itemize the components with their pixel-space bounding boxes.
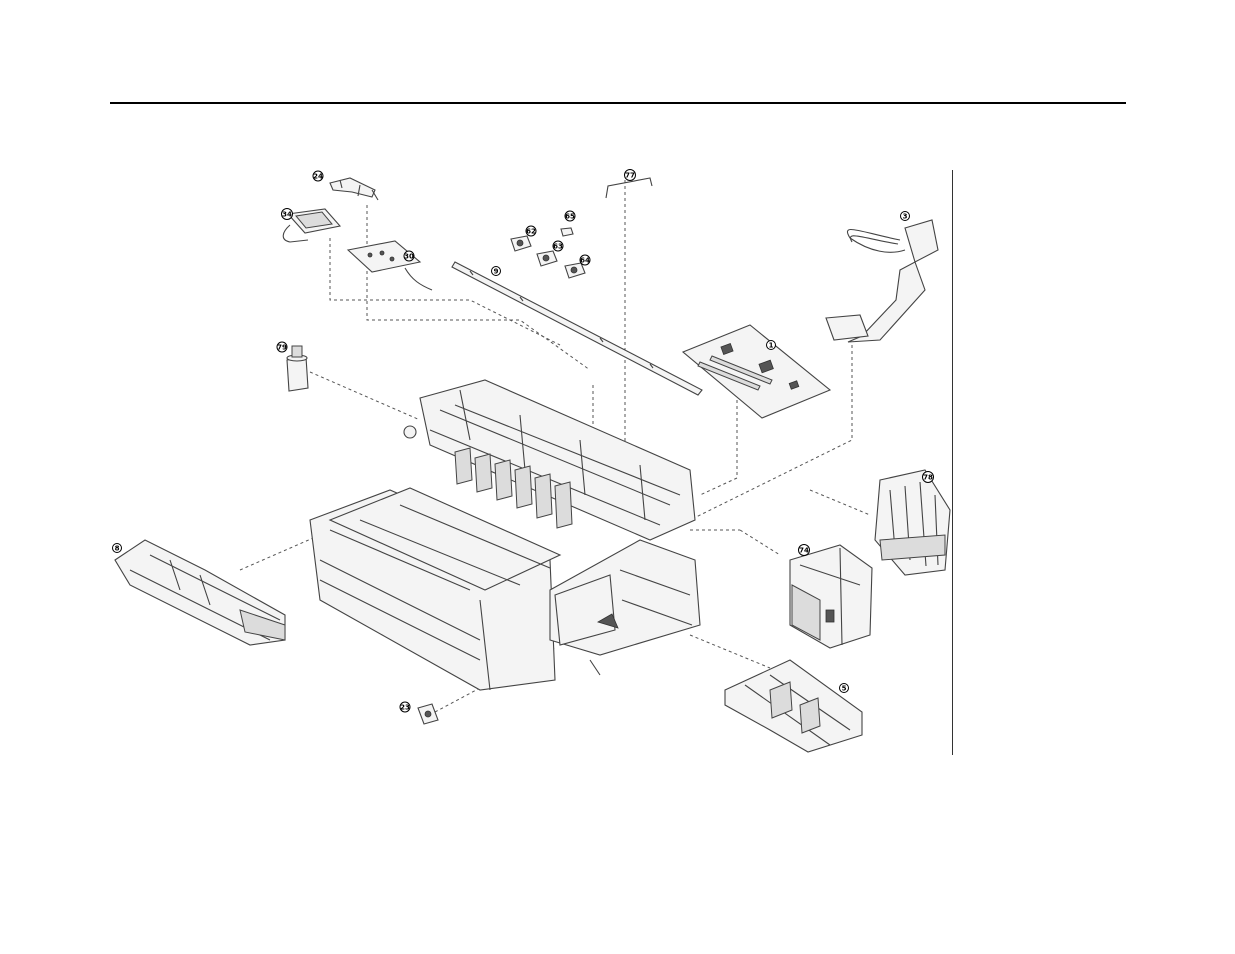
part-8-side-guide: [115, 540, 285, 645]
callout-30: 30: [404, 251, 414, 261]
callout-64-label: 64: [580, 257, 590, 265]
callout-63-label: 63: [553, 243, 563, 251]
callout-30-label: 30: [404, 253, 414, 261]
callout-65-label: 65: [565, 213, 575, 221]
callout-8-label: 8: [115, 545, 120, 553]
callout-74-label: 74: [799, 547, 809, 555]
part-30-control-board: [348, 241, 432, 290]
part-79-ink-bottle: [287, 346, 308, 391]
part-74-service-station: [790, 545, 872, 648]
callout-78-label: 78: [923, 474, 933, 482]
callout-1-label: 1: [769, 342, 774, 350]
callout-8: 8: [113, 544, 122, 553]
part-3-flex-cable: [826, 220, 938, 342]
callout-78: 78: [923, 472, 934, 483]
callout-3-label: 3: [903, 213, 908, 221]
callout-9: 9: [492, 267, 501, 276]
callout-9-label: 9: [494, 268, 499, 276]
callout-64: 64: [580, 255, 590, 265]
part-78-head-carrier: [875, 470, 950, 575]
part-77-wire: [606, 178, 652, 198]
part-23-gear: [418, 704, 438, 724]
callout-62-label: 62: [526, 228, 536, 236]
callout-24-label: 24: [313, 173, 323, 181]
callout-24: 24: [313, 171, 323, 181]
callout-63: 63: [553, 241, 563, 251]
callout-5: 5: [840, 684, 849, 693]
callout-79: 79: [277, 342, 287, 352]
part-1-main-board: [683, 325, 830, 418]
callout-34-label: 34: [282, 211, 292, 219]
callout-34: 34: [282, 209, 293, 220]
callout-23: 23: [400, 702, 410, 712]
part-9-rail: [452, 262, 702, 395]
callout-3: 3: [901, 212, 910, 221]
callout-5-label: 5: [842, 685, 847, 693]
callout-23-label: 23: [400, 704, 410, 712]
callout-65: 65: [565, 211, 575, 221]
main-chassis: [310, 380, 700, 690]
parts-62-65-gears: [511, 228, 585, 278]
callout-79-label: 79: [277, 344, 287, 352]
callout-62: 62: [526, 226, 536, 236]
callout-74: 74: [799, 545, 810, 556]
callout-77: 77: [625, 170, 636, 181]
part-24-bracket: [330, 178, 378, 200]
callout-1: 1: [767, 341, 776, 350]
callout-77-label: 77: [625, 172, 635, 180]
part-5-base-plate: [725, 660, 862, 752]
